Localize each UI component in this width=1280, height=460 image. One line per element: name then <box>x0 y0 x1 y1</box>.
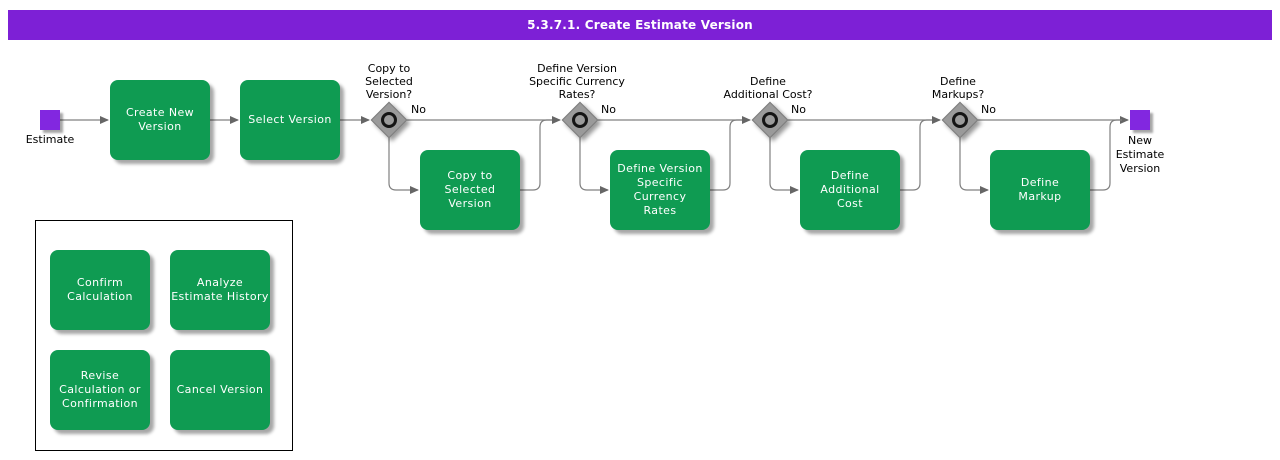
gateway-define-currency-rates <box>561 101 599 139</box>
end-event-label: New Estimate Version <box>1115 134 1165 175</box>
task-define-additional-cost[interactable]: Define Additional Cost <box>800 150 900 230</box>
gateway-currency-no-label: No <box>601 103 616 116</box>
task-analyze-estimate-history[interactable]: Analyze Estimate History <box>170 250 270 330</box>
gateway-circle-icon <box>381 112 397 128</box>
task-create-new-version[interactable]: Create New Version <box>110 80 210 160</box>
gateway-copy-no-label: No <box>411 103 426 116</box>
task-define-markup-label: Define Markup <box>1018 176 1062 203</box>
task-revise-calculation-or-confirmation-label: Revise Calculation or Confirmation <box>59 369 141 410</box>
gateway-copy-to-selected-version <box>370 101 408 139</box>
diagram-title-bar: 5.3.7.1. Create Estimate Version <box>8 10 1272 40</box>
gateway-define-currency-rates-question: Define Version Specific Currency Rates? <box>529 62 625 101</box>
task-select-version[interactable]: Select Version <box>240 80 340 160</box>
start-event-square <box>40 110 60 130</box>
start-event-label: Estimate <box>25 133 75 146</box>
task-revise-calculation-or-confirmation[interactable]: Revise Calculation or Confirmation <box>50 350 150 430</box>
gateway-cost-no-label: No <box>791 103 806 116</box>
gateway-define-markups-question: Define Markups? <box>931 75 985 101</box>
task-cancel-version[interactable]: Cancel Version <box>170 350 270 430</box>
task-copy-to-selected-version[interactable]: Copy to Selected Version <box>420 150 520 230</box>
related-functions-panel <box>35 220 293 451</box>
task-define-version-specific-currency-rates[interactable]: Define Version Specific Currency Rates <box>610 150 710 230</box>
task-copy-to-selected-version-label: Copy to Selected Version <box>444 169 496 210</box>
gateway-circle-icon <box>572 112 588 128</box>
task-confirm-calculation[interactable]: Confirm Calculation <box>50 250 150 330</box>
end-event-square <box>1130 110 1150 130</box>
task-select-version-label: Select Version <box>248 113 332 126</box>
gateway-circle-icon <box>952 112 968 128</box>
gateway-copy-to-selected-version-question: Copy to Selected Version? <box>365 62 413 101</box>
gateway-define-markups <box>941 101 979 139</box>
task-define-version-specific-currency-rates-label: Define Version Specific Currency Rates <box>617 162 703 217</box>
gateway-markups-no-label: No <box>981 103 996 116</box>
task-create-new-version-label: Create New Version <box>125 106 195 133</box>
gateway-circle-icon <box>762 112 778 128</box>
gateway-define-additional-cost <box>751 101 789 139</box>
task-define-markup[interactable]: Define Markup <box>990 150 1090 230</box>
task-analyze-estimate-history-label: Analyze Estimate History <box>171 276 269 303</box>
gateway-define-additional-cost-question: Define Additional Cost? <box>723 75 813 101</box>
task-confirm-calculation-label: Confirm Calculation <box>67 276 133 303</box>
task-define-additional-cost-label: Define Additional Cost <box>820 169 880 210</box>
task-cancel-version-label: Cancel Version <box>176 383 264 396</box>
diagram-title: 5.3.7.1. Create Estimate Version <box>527 18 753 32</box>
